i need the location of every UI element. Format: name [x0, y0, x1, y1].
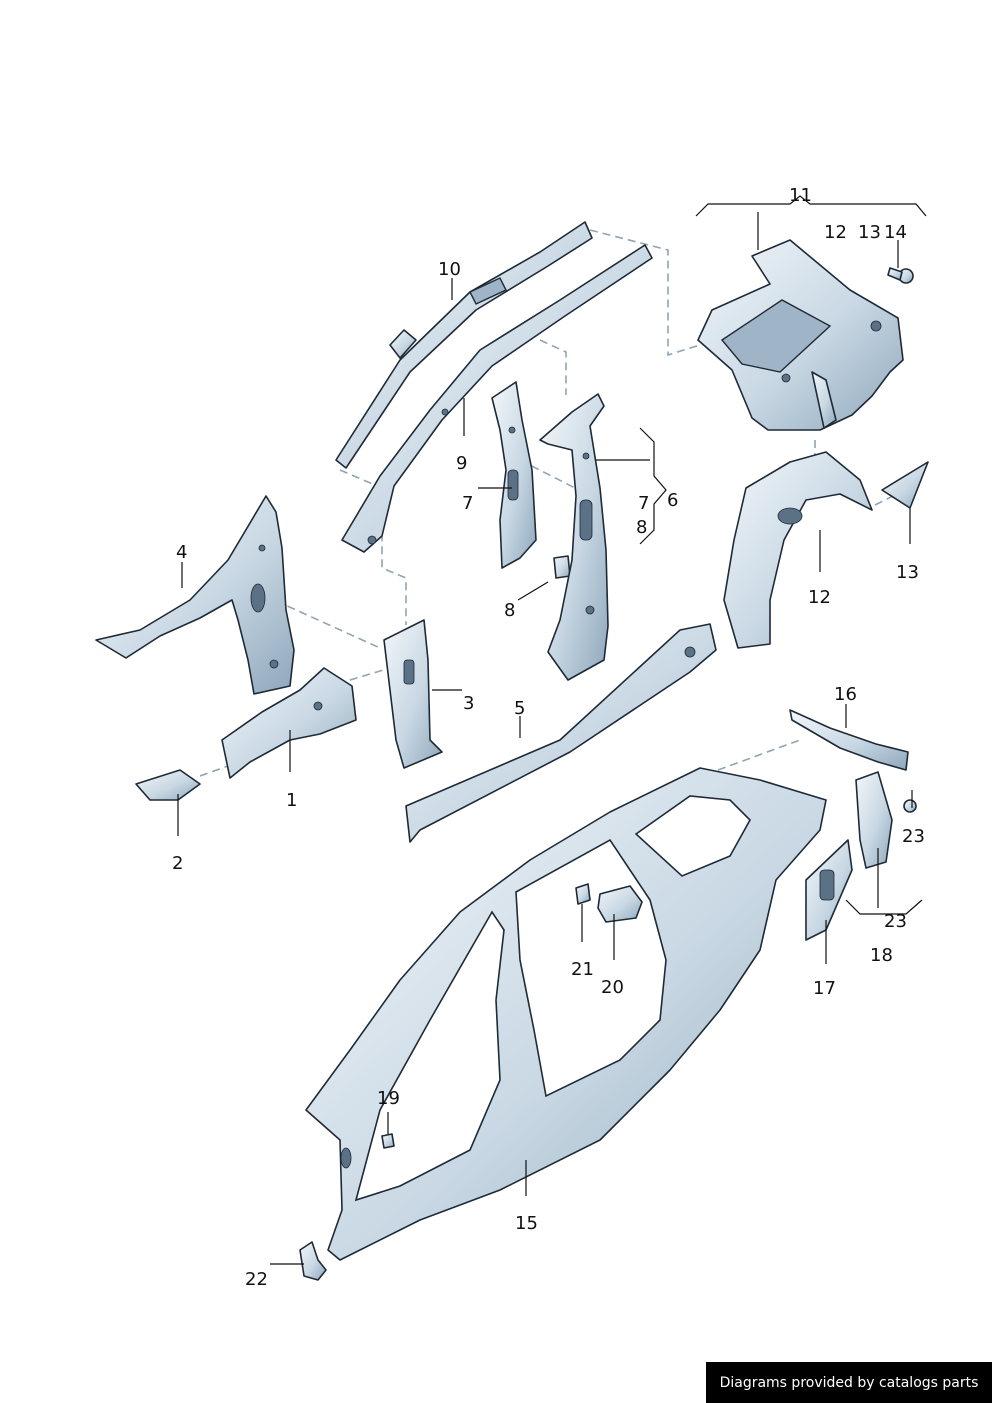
part-17-plate[interactable]	[805, 839, 853, 941]
part-11-rear-frame-assembly[interactable]	[697, 239, 904, 431]
callout-1: 1	[286, 790, 297, 811]
part-1-front-extension[interactable]	[221, 667, 357, 779]
callout-15: 15	[515, 1213, 538, 1234]
callout-10: 10	[438, 259, 461, 280]
callout-19: 19	[377, 1088, 400, 1109]
callout-20: 20	[601, 977, 624, 998]
part-21-small-bracket[interactable]	[575, 883, 591, 905]
part-7-b-pillar-inner[interactable]	[491, 381, 537, 569]
part-4-a-pillar-lower[interactable]	[95, 495, 295, 695]
callout-23-top: 23	[902, 826, 925, 847]
callout-12: 12	[808, 587, 831, 608]
callout-14: 14	[884, 222, 907, 243]
callout-13-top: 13	[858, 222, 881, 243]
part-20-hinge-bracket[interactable]	[597, 885, 643, 923]
callout-8-left: 8	[504, 600, 515, 621]
leader-lines	[177, 195, 927, 1265]
callout-7-left: 7	[462, 493, 473, 514]
callout-8-right: 8	[636, 517, 647, 538]
part-6-b-pillar-outer[interactable]	[539, 393, 609, 681]
callout-6: 6	[667, 490, 678, 511]
callout-13: 13	[896, 562, 919, 583]
part-14-bolt[interactable]	[887, 267, 914, 284]
part-5-side-sill[interactable]	[405, 623, 717, 843]
callout-3: 3	[463, 693, 474, 714]
callout-12-top: 12	[824, 222, 847, 243]
callout-7-right: 7	[638, 493, 649, 514]
callout-labels: 10 9 4 7 8 7 6 8 3 5 1 2 11 12 13 14 12 …	[172, 185, 925, 1290]
callout-17: 17	[813, 978, 836, 999]
callout-2: 2	[172, 853, 183, 874]
footer-credit-text: Diagrams provided by catalogs parts	[719, 1374, 979, 1391]
part-19-clip[interactable]	[381, 1133, 395, 1149]
callout-16: 16	[834, 684, 857, 705]
callout-22: 22	[245, 1269, 268, 1290]
part-3-hinge-pillar-reinforcement[interactable]	[383, 619, 443, 769]
callout-21: 21	[571, 959, 594, 980]
part-8-bracket[interactable]	[553, 555, 571, 579]
footer-credit-bar: Diagrams provided by catalogs parts	[706, 1362, 992, 1403]
callout-18: 18	[870, 945, 893, 966]
part-13-corner-plate[interactable]	[881, 461, 929, 509]
callout-4: 4	[176, 542, 187, 563]
part-12-wheel-arch-inner[interactable]	[723, 451, 873, 649]
callout-23-bottom: 23	[884, 911, 907, 932]
callout-5: 5	[514, 698, 525, 719]
part-15-side-panel-outer[interactable]	[305, 767, 827, 1261]
callout-11: 11	[789, 185, 812, 206]
part-22-bracket[interactable]	[299, 1241, 327, 1281]
callout-9: 9	[456, 453, 467, 474]
part-10-roof-rail-inner[interactable]	[335, 221, 593, 469]
part-9-a-pillar-roof-frame[interactable]	[341, 244, 653, 553]
part-16-rear-strip[interactable]	[789, 709, 909, 771]
part-2-bracket[interactable]	[135, 769, 201, 801]
part-23-clip[interactable]	[903, 799, 917, 813]
part-18-panel-reinforcement[interactable]	[855, 771, 893, 869]
